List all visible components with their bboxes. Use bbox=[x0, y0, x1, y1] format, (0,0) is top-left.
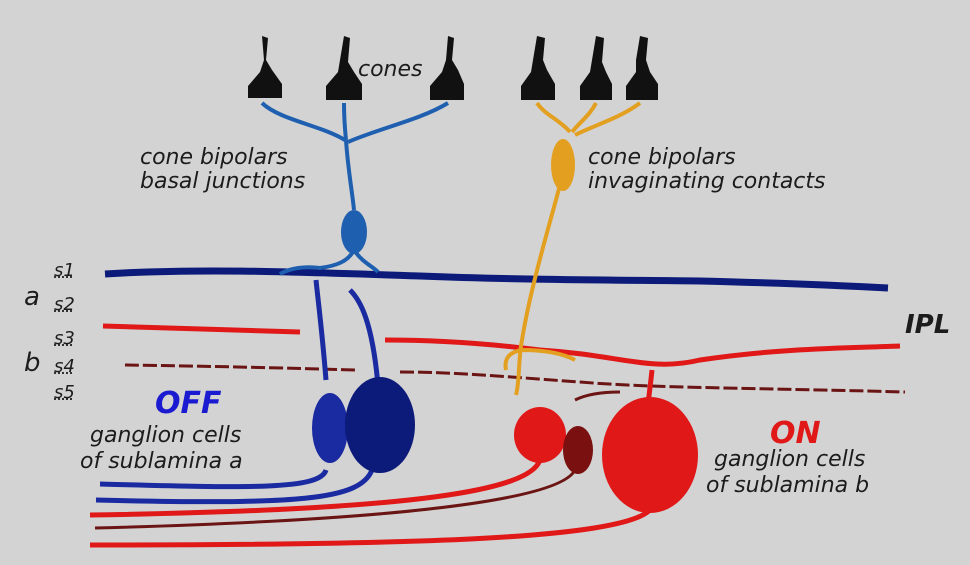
off-cone-bipolar bbox=[260, 101, 450, 276]
on-bipolar-soma bbox=[551, 139, 575, 191]
on-cone-bipolar bbox=[503, 101, 642, 396]
stratum-s5-label: s5 bbox=[54, 382, 75, 403]
on-ganglion-dendrites-dark bbox=[94, 390, 621, 530]
stratum-s3-label: s3 bbox=[54, 328, 75, 349]
stratum-s4-line bbox=[124, 363, 906, 394]
stratum-s1-label: s1 bbox=[54, 260, 75, 281]
off-title: OFF bbox=[155, 386, 222, 421]
cone-6-icon bbox=[626, 36, 658, 100]
cone-2-icon bbox=[326, 36, 362, 100]
off-desc-line2: of sublamina a bbox=[80, 449, 243, 474]
cone-3-icon bbox=[430, 36, 464, 100]
cones-label: cones bbox=[358, 57, 423, 82]
off-ganglion-dendrites bbox=[95, 279, 381, 505]
cone-4-icon bbox=[521, 36, 555, 100]
on-bipolar-label-line1: cone bipolars bbox=[588, 145, 736, 170]
sublamina-b-label: b bbox=[24, 348, 41, 378]
on-title: ON bbox=[770, 416, 821, 451]
off-bipolar-label-line2: basal junctions bbox=[140, 169, 306, 194]
off-ganglion-soma-1 bbox=[312, 393, 348, 463]
stratum-s1-line bbox=[104, 267, 889, 292]
off-bipolar-label-line1: cone bipolars bbox=[140, 145, 288, 170]
on-desc-line1: ganglion cells bbox=[714, 447, 866, 472]
on-bipolar-label-line2: invaginating contacts bbox=[588, 169, 826, 194]
on-ganglion-soma-3 bbox=[602, 397, 698, 513]
on-ganglion-soma-2 bbox=[563, 426, 593, 474]
off-desc-line1: ganglion cells bbox=[90, 423, 242, 448]
off-ganglion-soma-2 bbox=[345, 377, 415, 473]
on-desc-line2: of sublamina b bbox=[706, 473, 870, 498]
ipl-label: IPL bbox=[905, 310, 951, 340]
stratum-s2-label: s2 bbox=[54, 294, 75, 315]
cone-5-icon bbox=[580, 36, 612, 100]
stratum-s3-line bbox=[102, 323, 301, 335]
on-ganglion-soma-1 bbox=[514, 407, 566, 463]
off-bipolar-soma bbox=[341, 210, 367, 254]
stratum-s4-label: s4 bbox=[54, 356, 75, 377]
sublamina-a-label: a bbox=[24, 282, 40, 312]
cone-1-icon bbox=[248, 36, 282, 98]
stratum-s3-line-right bbox=[384, 337, 901, 367]
